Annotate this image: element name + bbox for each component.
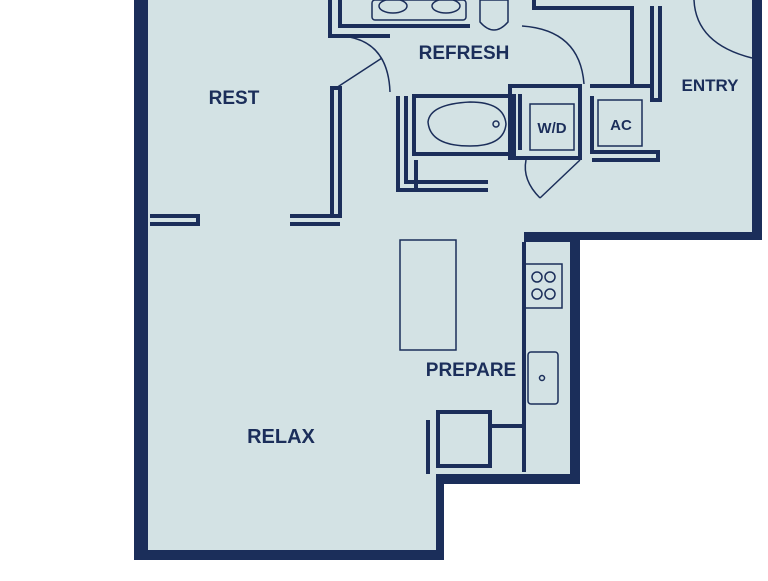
ac-unit-icon (597, 99, 643, 147)
room-label-rest: REST (209, 88, 260, 109)
sink-icon (371, 0, 467, 21)
door-swing-icon (335, 0, 753, 199)
fixture-label-ac: AC (610, 117, 632, 134)
room-label-prepare: PREPARE (426, 360, 516, 381)
kitchen-sink-icon (527, 351, 559, 405)
kitchen-island (399, 239, 457, 351)
toilet-icon (479, 0, 509, 31)
washer-dryer-icon (529, 103, 575, 151)
room-label-refresh: REFRESH (419, 43, 510, 64)
stove-icon (523, 263, 563, 309)
room-label-entry: ENTRY (682, 76, 740, 95)
bathtub-icon (427, 101, 507, 147)
fixture-label-wd: W/D (537, 120, 566, 137)
room-label-relax: RELAX (247, 426, 315, 448)
